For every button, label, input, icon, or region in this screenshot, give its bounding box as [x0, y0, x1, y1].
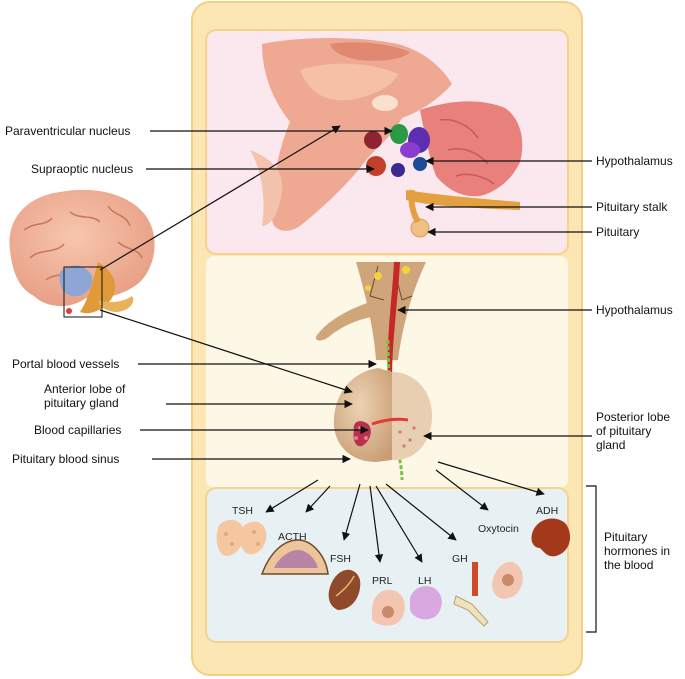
- arrow-prl: [369, 485, 384, 563]
- hormone-adh: ADH: [536, 505, 559, 517]
- hormone-acth: ACTH: [278, 531, 307, 543]
- label-hypothalamus-top: Hypothalamus: [596, 154, 673, 168]
- arrow-fsh: [342, 483, 361, 541]
- arrow-adh: [437, 461, 545, 496]
- hormone-lh: LH: [418, 575, 432, 587]
- label-supraoptic-nucleus: Supraoptic nucleus: [31, 162, 134, 176]
- bone-illustration: [453, 562, 489, 627]
- hormones-bracket: [586, 485, 597, 633]
- brain-illustration: [9, 189, 155, 318]
- hormone-tsh: TSH: [232, 505, 253, 517]
- ovary-illustration: [328, 569, 361, 610]
- label-paraventricular-nucleus: Paraventricular nucleus: [5, 124, 131, 138]
- arrow-brain-to-gland: [99, 309, 353, 394]
- arrow-tsh: [265, 479, 319, 513]
- kidney-illustration: [531, 518, 571, 557]
- label-pituitary-blood-sinus: Pituitary blood sinus: [12, 452, 120, 466]
- hormone-oxytocin: Oxytocin: [478, 523, 519, 535]
- breast-illustration: [372, 589, 405, 626]
- thyroid-illustration: [216, 519, 267, 556]
- leader-lines: [99, 125, 592, 563]
- label-blood-capillaries: Blood capillaries: [34, 423, 122, 437]
- hormone-prl: PRL: [372, 575, 393, 587]
- label-posterior-lobe: Posterior lobe of pituitary gland: [596, 410, 671, 452]
- label-hormones-group: Pituitary hormones in the blood: [604, 530, 671, 572]
- arrow-acth: [305, 485, 331, 513]
- arrow-lh: [375, 485, 423, 563]
- label-hypothalamus-mid: Hypothalamus: [596, 303, 673, 317]
- arrow-brain-to-section: [99, 125, 341, 271]
- hormone-gh: GH: [452, 553, 468, 565]
- adrenal-gland-illustration: [260, 539, 329, 575]
- label-pituitary: Pituitary: [596, 225, 640, 239]
- pituitary-gland-illustration: [315, 262, 432, 481]
- hormone-fsh: FSH: [330, 553, 351, 565]
- label-pituitary-stalk: Pituitary stalk: [596, 200, 668, 214]
- label-portal-blood-vessels: Portal blood vessels: [12, 357, 120, 371]
- label-anterior-lobe: Anterior lobe of pituitary gland: [44, 382, 126, 410]
- arrow-gh: [385, 483, 457, 541]
- arrow-oxytocin: [435, 469, 489, 511]
- hypothalamus-section-illustration: [250, 38, 523, 238]
- oxytocin-target-illustration: [492, 561, 523, 599]
- uterus-illustration: [410, 586, 442, 620]
- bottom-panel: [205, 487, 569, 643]
